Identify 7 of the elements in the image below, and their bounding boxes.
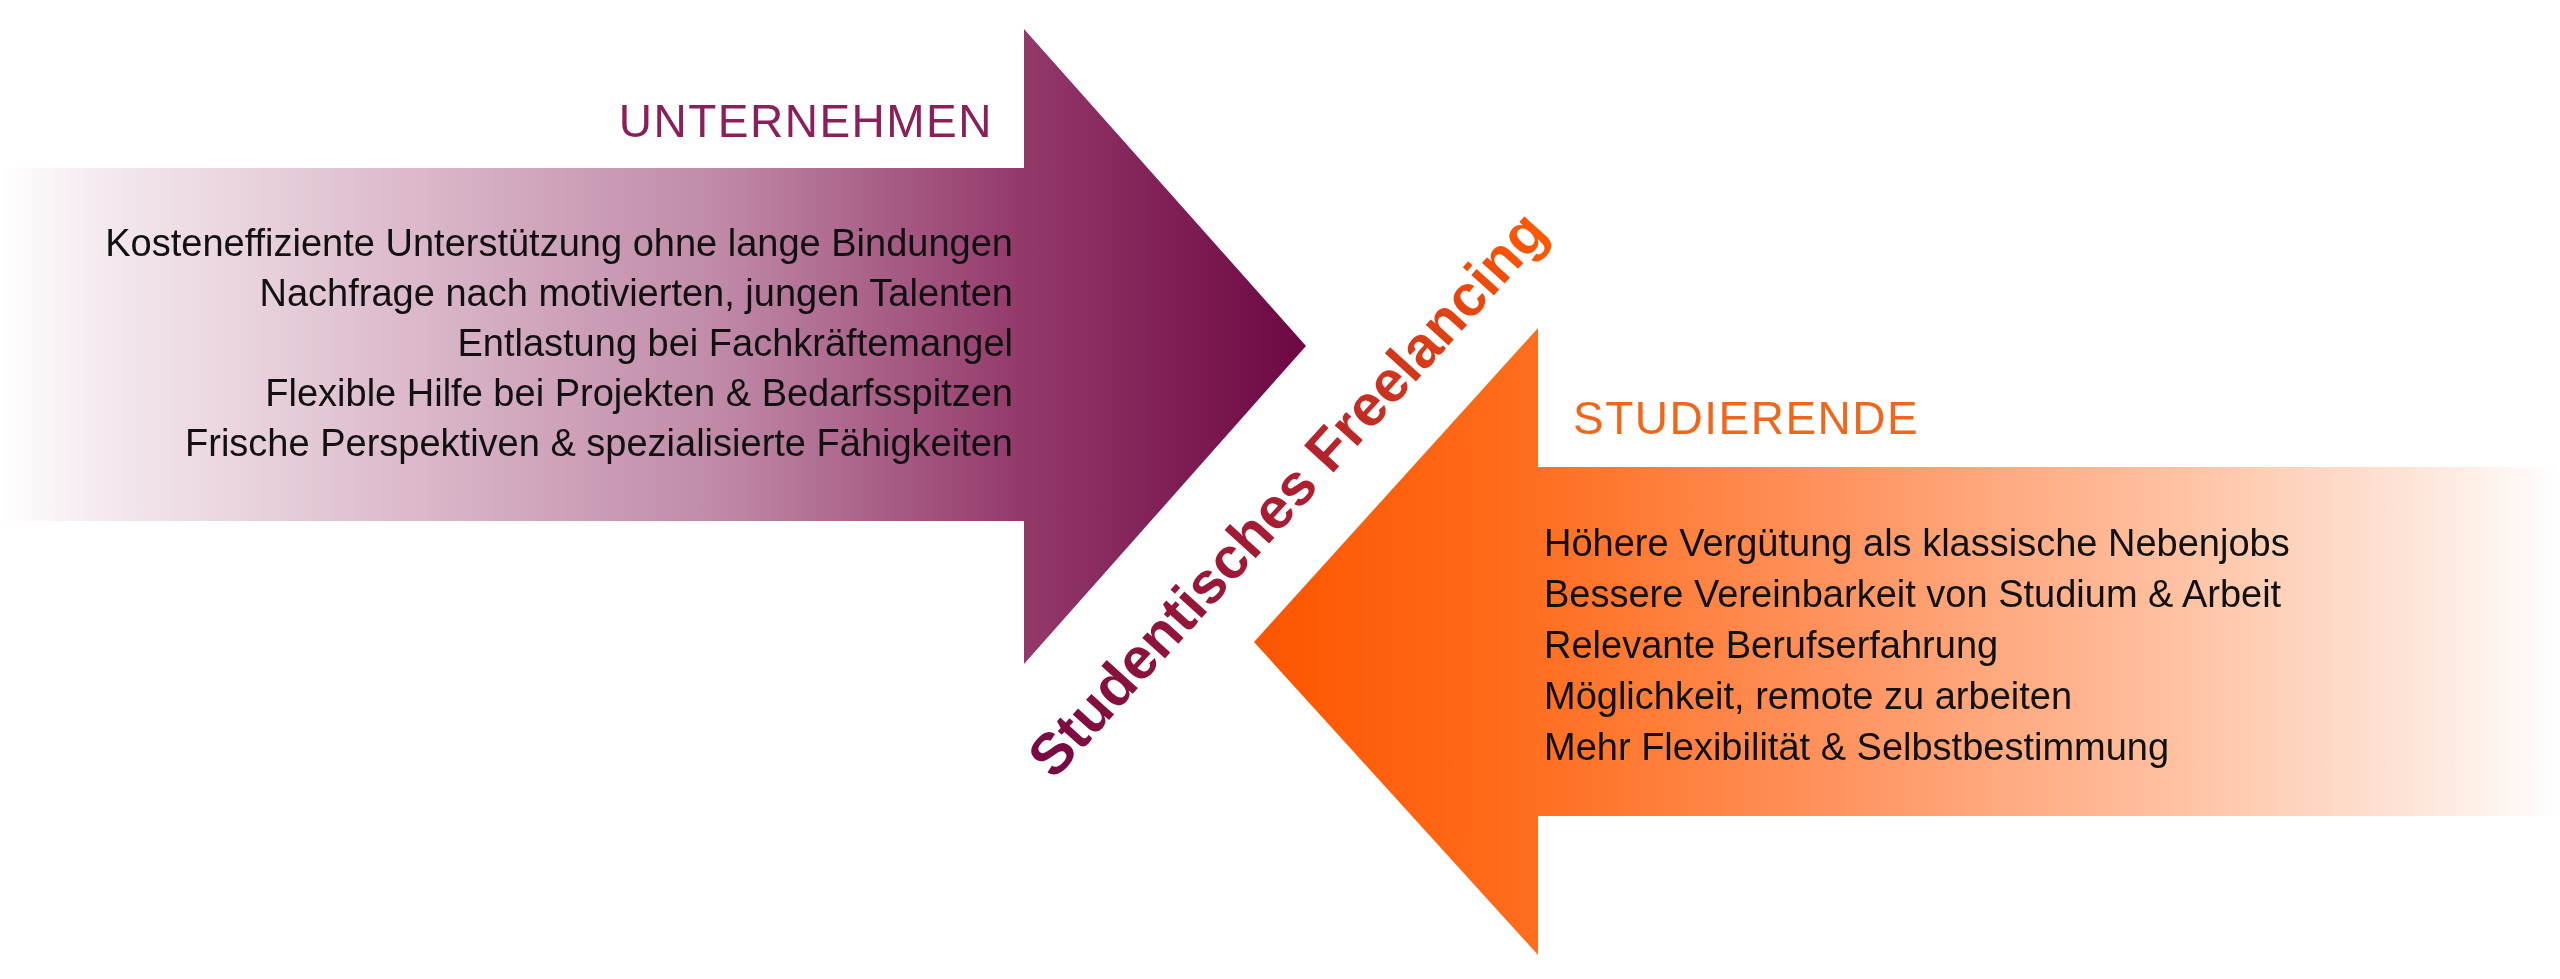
benefit-text: Entlastung bei Fachkräftemangel (457, 322, 1013, 364)
benefit-text: Kosteneffiziente Unterstützung ohne lange Bindungen (105, 222, 1013, 264)
benefit-text: Nachfrage nach motivierten, jungen Talenten (259, 272, 1013, 314)
section-heading: STUDIERENDE (1573, 391, 1920, 446)
benefit-text: Frische Perspektiven & spezialisierte Fähigkeiten (185, 422, 1013, 464)
section-heading: UNTERNEHMEN (618, 94, 993, 149)
benefit-text: Flexible Hilfe bei Projekten & Bedarfsspitzen (265, 372, 1013, 414)
